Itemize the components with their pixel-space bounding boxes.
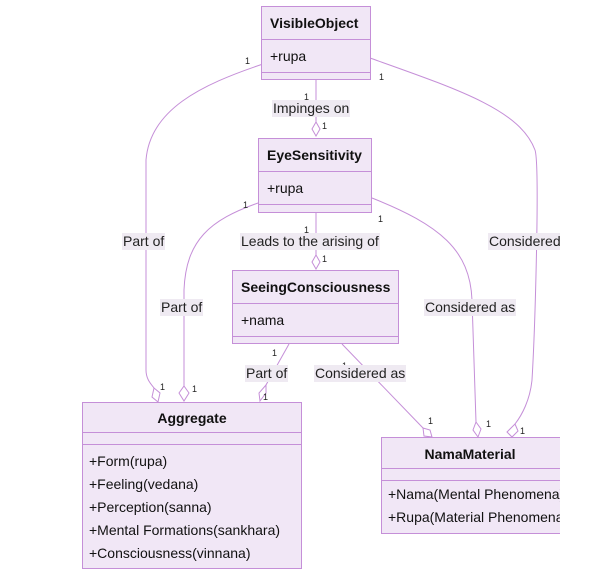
class-attributes: +rupa [262, 40, 370, 73]
multiplicity: 1 [304, 92, 309, 102]
class-nama-material[interactable]: NamaMaterial +Nama(Mental Phenomena) +Ru… [381, 437, 560, 534]
edge-visibleobject-partof-aggregate [145, 63, 264, 389]
class-name: NamaMaterial [382, 438, 560, 469]
class-attributes: +rupa [259, 172, 371, 205]
aggregation-diamond [311, 120, 321, 138]
method: +Form(rupa) [89, 453, 168, 469]
attribute: +nama [241, 312, 285, 328]
edge-label-part-of: Part of [160, 299, 204, 316]
class-name: Aggregate [83, 403, 301, 433]
class-aggregate[interactable]: Aggregate +Form(rupa) +Feeling(vedana) +… [82, 402, 302, 569]
aggregation-diamond [258, 383, 267, 403]
diagram-canvas: 1 1 1 1 1 1 1 1 1 1 1 1 1 1 1 1 Impinges… [82, 6, 560, 569]
class-methods: +Form(rupa) +Feeling(vedana) +Perception… [83, 445, 301, 565]
edge-label-leads-to-arising: Leads to the arising of [240, 233, 380, 250]
class-attributes [83, 433, 301, 445]
method: +Perception(sanna) [89, 499, 212, 515]
edge-eyesensitivity-partof-aggregate [183, 202, 259, 386]
edge-label-part-of: Part of [122, 233, 166, 250]
multiplicity: 1 [245, 56, 250, 66]
aggregation-diamond [422, 427, 433, 438]
multiplicity: 1 [304, 225, 309, 235]
edge-visibleobject-considered-namamaterial [369, 57, 538, 425]
aggregation-diamond [151, 387, 161, 403]
class-name: SeeingConsciousness [233, 271, 398, 304]
multiplicity: 1 [243, 200, 248, 210]
edge-label-considered-as: Considered as [314, 365, 407, 382]
edge-seeing-considered-namamaterial [341, 343, 424, 429]
class-seeing-consciousness[interactable]: SeeingConsciousness +nama [232, 270, 399, 344]
aggregation-diamond [178, 385, 190, 402]
method: +Nama(Mental Phenomena) [388, 486, 560, 502]
edge-label-part-of: Part of [245, 365, 289, 382]
attribute: +rupa [267, 180, 304, 196]
edge-label-impinges-on: Impinges on [272, 100, 351, 117]
multiplicity: 1 [263, 392, 268, 402]
attribute: +rupa [270, 48, 307, 64]
aggregation-diamond [311, 253, 321, 271]
multiplicity: 1 [160, 382, 165, 392]
edge-label-considered-as: Considered as [424, 299, 517, 316]
aggregation-diamond [506, 423, 519, 438]
multiplicity: 1 [486, 419, 491, 429]
edge-eyesensitivity-considered-namamaterial [371, 197, 477, 423]
method: +Mental Formations(sankhara) [89, 522, 281, 538]
method: +Consciousness(vinnana) [89, 545, 251, 561]
class-attributes [382, 469, 560, 481]
class-methods: +Nama(Mental Phenomena) +Rupa(Material P… [382, 481, 560, 529]
multiplicity: 1 [428, 416, 433, 426]
class-name: VisibleObject [262, 7, 370, 40]
multiplicity: 1 [520, 426, 525, 436]
method: +Feeling(vedana) [89, 476, 199, 492]
aggregation-diamond [472, 420, 482, 439]
class-attributes: +nama [233, 304, 398, 337]
multiplicity: 1 [379, 72, 384, 82]
multiplicity: 1 [322, 254, 327, 264]
class-eye-sensitivity[interactable]: EyeSensitivity +rupa [258, 138, 372, 213]
class-name: EyeSensitivity [259, 139, 371, 172]
edge-label-considered: Considered [488, 233, 560, 250]
multiplicity: 1 [272, 348, 277, 358]
multiplicity: 1 [322, 121, 327, 131]
method: +Rupa(Material Phenomena) [388, 509, 560, 525]
multiplicity: 1 [378, 214, 383, 224]
multiplicity: 1 [192, 384, 197, 394]
class-visible-object[interactable]: VisibleObject +rupa [261, 6, 371, 80]
